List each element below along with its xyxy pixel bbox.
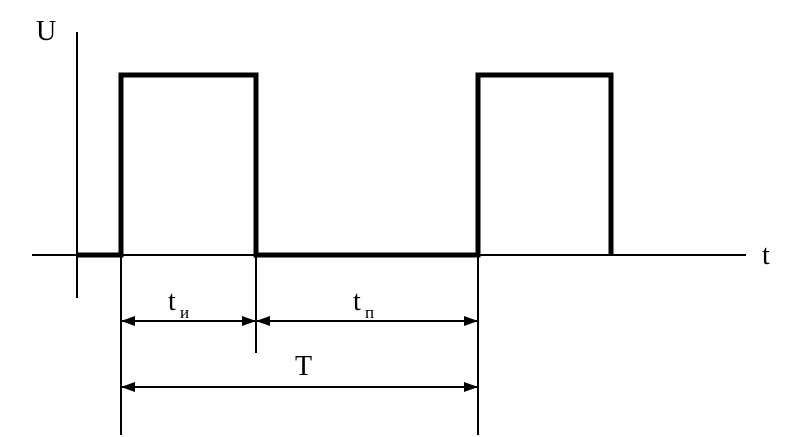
period-label: T [295,351,312,382]
pause-subscript: п [365,303,374,322]
x-axis-label: t [762,240,770,271]
y-axis-label: U [36,16,56,47]
pulse-width-subscript: и [180,303,189,322]
pause-label: t [353,286,361,317]
pulse-width-label: t [168,286,176,317]
pulse-signal [77,72,614,258]
